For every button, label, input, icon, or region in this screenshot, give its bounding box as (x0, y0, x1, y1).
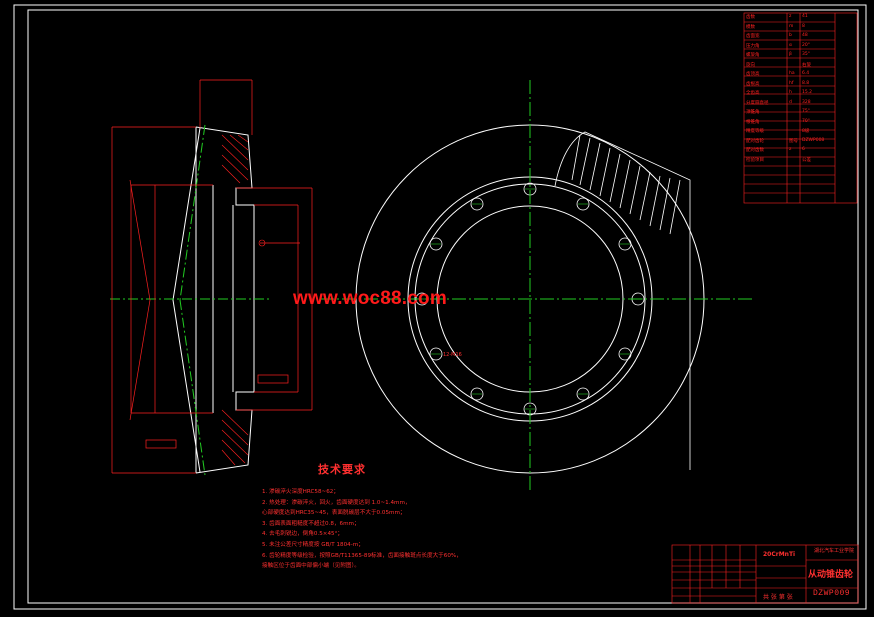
parameter-table (743, 12, 858, 204)
param-cell: 8.8 (802, 80, 810, 86)
param-cell: hf (789, 80, 794, 86)
note-line: 接触区位于齿面中部偏小端（见附图）。 (262, 563, 360, 570)
param-cell: 48 (802, 33, 808, 38)
param-cell: 模数 (746, 24, 755, 30)
bolt-holes (415, 182, 645, 416)
param-cell: z (789, 14, 792, 19)
param-cell: 齿顶高 (746, 72, 760, 77)
param-cell: 检验项目 (746, 157, 764, 163)
gear-teeth (554, 131, 691, 470)
param-cell: 配对齿轮 (746, 138, 764, 144)
section-hatch (221, 134, 249, 466)
param-cell: b (789, 33, 792, 38)
hole-callout: 12-M16 (443, 352, 462, 358)
param-cell: α (789, 42, 792, 48)
param-cell: 公差 (802, 157, 811, 163)
note-line: 3. 齿面表面粗糙度不超过0.8，6mm； (262, 520, 360, 527)
param-cell: 15.2 (802, 90, 813, 95)
param-cell: 35° (802, 52, 810, 57)
param-cell: 齿根高 (746, 81, 760, 87)
param-cell: 配对齿数 (746, 148, 764, 153)
tech-requirements-title: 技术要求 (318, 463, 366, 476)
param-cell: d (789, 99, 792, 105)
param-cell: 70° (802, 118, 810, 124)
param-cell: 6.4 (802, 71, 810, 76)
param-cell: 8级 (802, 129, 810, 134)
param-cell: 齿数 (746, 15, 755, 20)
title-block-drawing-number: DZWP009 (813, 589, 851, 598)
param-cell: 8 (802, 23, 805, 29)
title-block-sheet: 共 张 第 张 (763, 594, 793, 601)
param-cell: z (789, 147, 792, 152)
title-block-material: 20CrMnTi (763, 551, 796, 558)
param-cell: 根锥角 (746, 119, 760, 125)
param-cell: 20° (802, 42, 810, 48)
param-cell: 精度等级 (746, 129, 764, 134)
param-cell: 全齿高 (746, 91, 760, 96)
note-line: 1. 渗碳淬火深度HRC58~62； (262, 489, 339, 495)
title-block-part-name: 从动锥齿轮 (808, 570, 854, 580)
param-cell: h (789, 90, 792, 95)
note-line: 5. 未注公差尺寸精度按 GB/T 1804-m； (262, 541, 364, 548)
param-cell: 螺旋角 (746, 53, 760, 58)
param-cell: m (789, 23, 794, 29)
front-centerlines (320, 80, 752, 490)
note-line: 心部硬度达到HRC35~45，表面脱碳层不大于0.05mm； (262, 510, 406, 517)
watermark-text: www.woc88.com (293, 288, 447, 309)
param-cell: 压力角 (746, 43, 760, 49)
section-centerline (110, 124, 270, 476)
param-cell: DZWP008 (802, 137, 825, 143)
param-cell: 齿面宽 (746, 34, 760, 39)
param-cell: 旋向 (746, 62, 755, 68)
outer-border (13, 4, 867, 610)
param-cell: β (789, 52, 792, 57)
tech-requirements-notes: 1. 渗碳淬火深度HRC58~62； 2. 热处理：渗碳淬火，回火，齿面硬度达到… (262, 487, 462, 572)
param-cell: 分度圆直径 (746, 100, 769, 106)
param-cell: 75° (802, 109, 810, 114)
title-block (671, 544, 859, 604)
param-cell: 328 (802, 99, 811, 105)
param-cell: 顶锥角 (746, 110, 760, 115)
note-line: 6. 齿轮精度等级检验，按照GB/T11365-89标准，齿面接触斑点长度大于6… (262, 552, 462, 559)
note-line: 2. 热处理：渗碳淬火，回火，齿面硬度达到 1.0~1.4mm， (262, 499, 411, 506)
note-line: 4. 去毛刺锐边，倒角0.5×45°； (262, 531, 343, 538)
title-block-school: 湖北汽车工业学院 (814, 548, 855, 554)
inner-border (27, 9, 859, 604)
param-cell: 右旋 (802, 62, 811, 68)
param-cell: 6 (802, 147, 805, 152)
param-cell: 图号 (789, 138, 798, 144)
section-dimensions (111, 79, 313, 474)
param-cell: ha (789, 71, 795, 76)
gear-section-view (172, 126, 255, 474)
param-cell: 41 (802, 14, 808, 19)
